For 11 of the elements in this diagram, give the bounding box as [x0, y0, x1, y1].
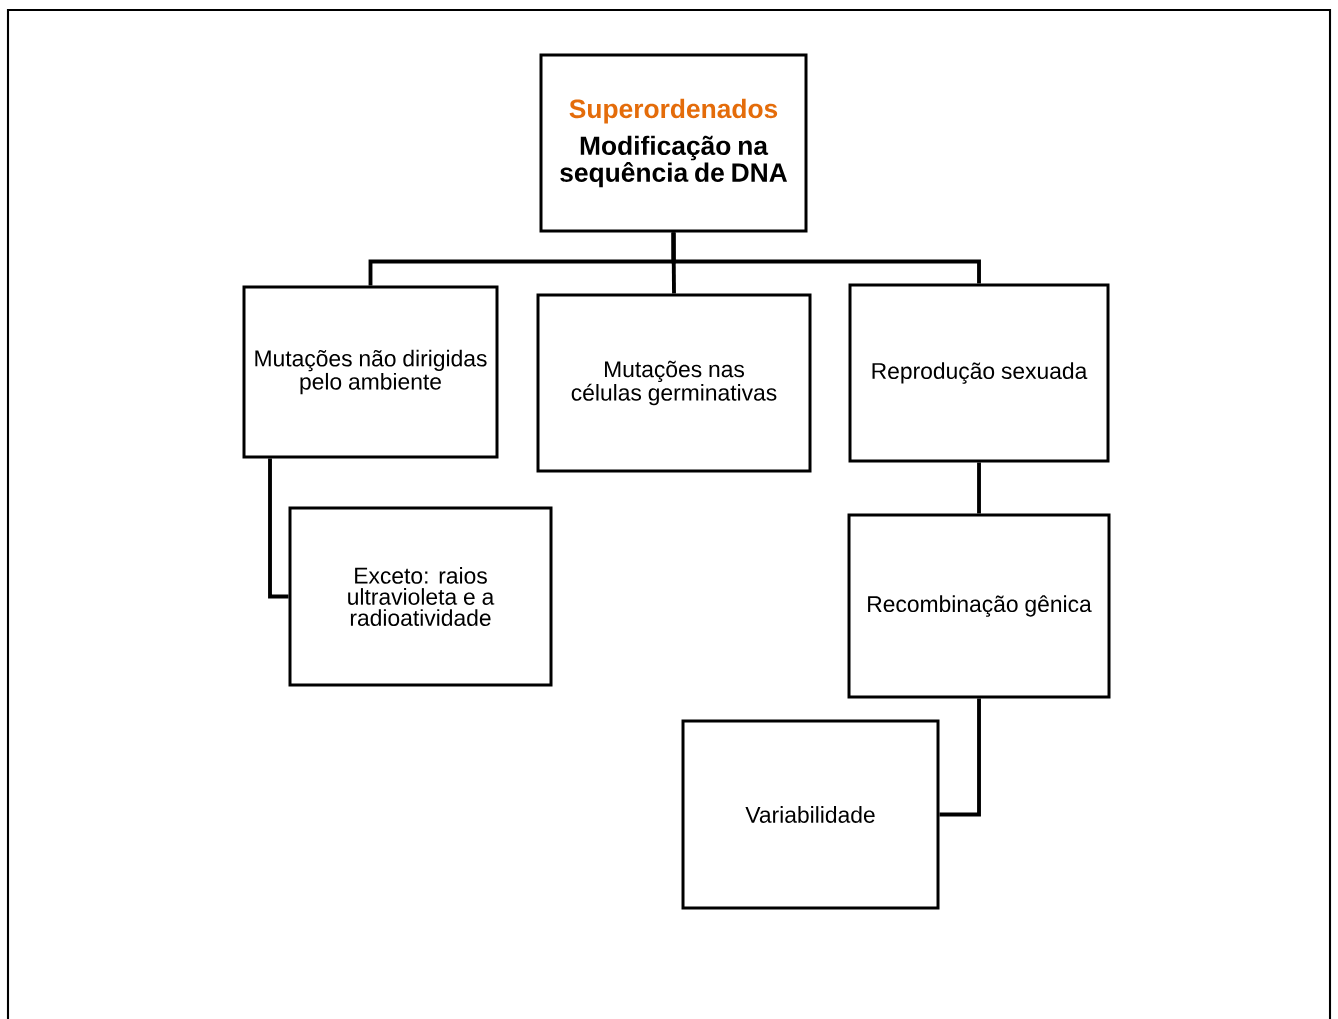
concept-box: Variabilidade — [681, 719, 940, 910]
concept-box: Mutações nas células germinativas — [536, 293, 812, 473]
connector-line — [977, 462, 981, 514]
connector-line — [268, 458, 289, 599]
connector-line — [939, 698, 981, 817]
concept-box: Recombinação gênica — [847, 513, 1111, 699]
concept-box: Superordenados Modificação na sequência de DNA — [539, 53, 808, 233]
concept-box: Reprodução sexuada — [848, 283, 1110, 463]
concept-box: Exceto: raios ultravioleta e a radioatividade — [288, 506, 553, 687]
connector-line — [671, 232, 981, 284]
concept-box: Mutações não dirigidas pelo ambiente — [242, 285, 499, 459]
